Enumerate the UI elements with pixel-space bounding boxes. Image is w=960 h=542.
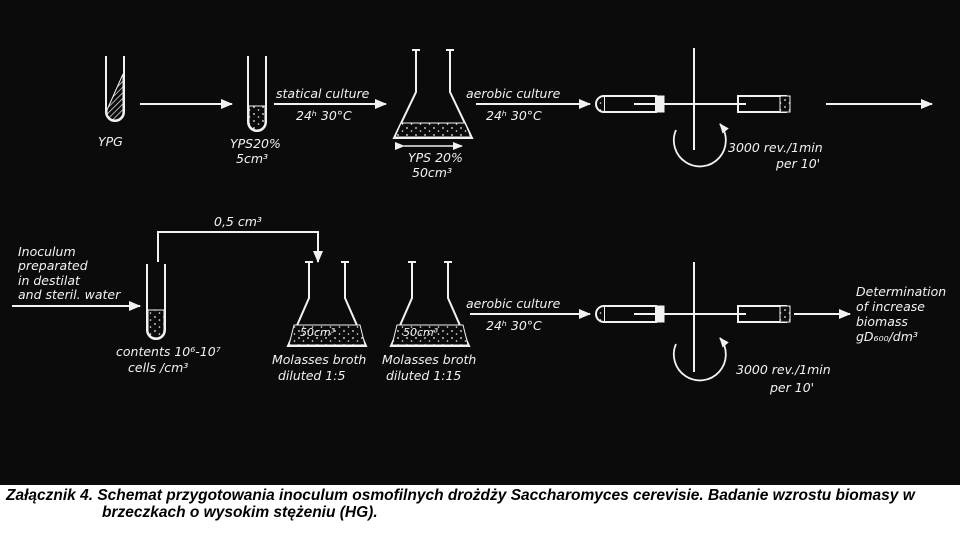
flask2-dilution-label: diluted 1:15 bbox=[386, 368, 461, 383]
flask1-medium-label: Molasses broth bbox=[272, 352, 366, 367]
yps-flask bbox=[392, 49, 474, 150]
aerobic-culture-bottom-label: aerobic culture bbox=[466, 296, 561, 311]
centrifuge-bottom-time: per 10' bbox=[769, 380, 814, 395]
flask2-volume: 50cm³ bbox=[403, 326, 439, 339]
molasses-flask-2 bbox=[389, 261, 471, 347]
inoculum-label-1: Inoculum bbox=[18, 244, 76, 259]
caption-line-1: Załącznik 4. Schemat przygotowania inocu… bbox=[6, 487, 915, 504]
inoculum-label-2: preparated bbox=[17, 258, 88, 273]
centrifuge-bottom-speed: 3000 rev./1min bbox=[736, 362, 831, 377]
determination-label-1: Determination bbox=[856, 284, 946, 299]
transfer-volume-label: 0,5 cm³ bbox=[214, 214, 262, 229]
flask2-medium-label: Molasses broth bbox=[382, 352, 476, 367]
determination-label-4: gD₆₀₀/dm³ bbox=[856, 329, 918, 344]
flask-medium-label: YPS 20% bbox=[408, 150, 463, 165]
centrifuge-top bbox=[595, 48, 791, 168]
centrifuge-top-speed: 3000 rev./1min bbox=[728, 140, 823, 155]
flask1-volume: 50cm³ bbox=[300, 326, 336, 339]
aerobic-culture-bottom-conditions: 24ʰ 30°C bbox=[486, 318, 542, 333]
molasses-flask-1 bbox=[286, 261, 368, 347]
determination-label-3: biomass bbox=[856, 314, 908, 329]
figure-caption: Załącznik 4. Schemat przygotowania inocu… bbox=[6, 487, 956, 521]
statical-culture-conditions: 24ʰ 30°C bbox=[296, 108, 352, 123]
transfer-arrow bbox=[157, 231, 323, 263]
yps-tube-label: YPS20% bbox=[230, 136, 281, 151]
yps-tube bbox=[247, 56, 267, 132]
ypg-tube bbox=[105, 56, 125, 122]
diagram-board: YPG YPS20% 5cm³ statical culture 24ʰ 30°… bbox=[0, 0, 960, 485]
tube-contents-label: contents 10⁶-10⁷ bbox=[116, 344, 221, 359]
determination-label-2: of increase bbox=[856, 299, 925, 314]
aerobic-culture-top-label: aerobic culture bbox=[466, 86, 561, 101]
inoculum-label-4: and steril. water bbox=[18, 287, 121, 302]
centrifuge-top-time: per 10' bbox=[775, 156, 820, 171]
centrifuge-bottom bbox=[595, 262, 791, 382]
ypg-label: YPG bbox=[98, 134, 123, 149]
statical-culture-label: statical culture bbox=[276, 86, 370, 101]
inoculum-tube bbox=[146, 264, 166, 340]
aerobic-culture-top-conditions: 24ʰ 30°C bbox=[486, 108, 542, 123]
inoculum-label-3: in destilat bbox=[18, 273, 81, 288]
process-diagram: YPG YPS20% 5cm³ statical culture 24ʰ 30°… bbox=[12, 48, 946, 395]
flask-volume-label: 50cm³ bbox=[412, 165, 452, 180]
yps-tube-volume: 5cm³ bbox=[236, 151, 268, 166]
tube-cells-label: cells /cm³ bbox=[128, 360, 188, 375]
flask1-dilution-label: diluted 1:5 bbox=[278, 368, 345, 383]
caption-line-2: brzeczkach o wysokim stężeniu (HG). bbox=[102, 504, 378, 521]
